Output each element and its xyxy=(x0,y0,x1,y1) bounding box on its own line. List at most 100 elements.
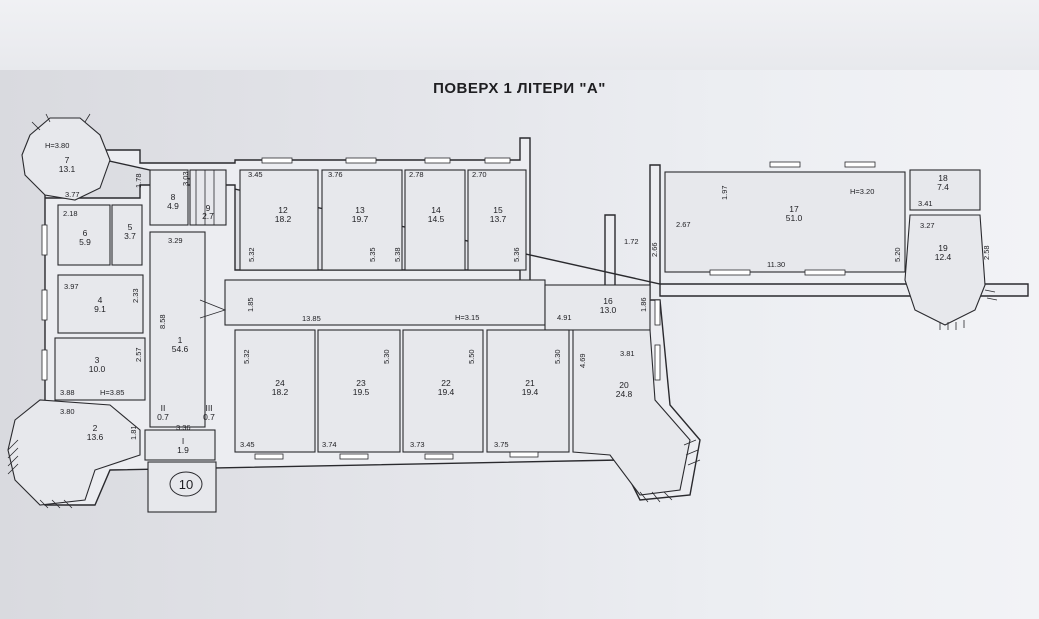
plan-title: ПОВЕРХ 1 ЛІТЕРИ "А" xyxy=(433,80,606,97)
room-4-shape xyxy=(57,274,144,334)
dim-label: 13.85 xyxy=(302,314,321,323)
dim-label: 3.41 xyxy=(918,199,933,208)
dim-label: 2.57 xyxy=(134,347,143,362)
dim-label: 4.91 xyxy=(557,313,572,322)
bay-hatch xyxy=(7,439,73,509)
height-label: H=3.85 xyxy=(100,388,124,397)
room-7-shape xyxy=(21,117,111,201)
room-5-shape xyxy=(111,204,143,266)
dim-label: 5.35 xyxy=(368,247,377,262)
room-number: 8 xyxy=(171,192,176,202)
dim-label: 5.36 xyxy=(512,247,521,262)
dim-label: 1.97 xyxy=(720,185,729,200)
room-22-shape xyxy=(402,329,484,453)
stair-lines xyxy=(195,170,215,225)
window xyxy=(41,289,48,321)
dim-label: 3.29 xyxy=(168,236,183,245)
dim-label: 4.69 xyxy=(578,353,587,368)
dim-label: 3.27 xyxy=(920,221,935,230)
window xyxy=(654,299,661,326)
room-number: 4 xyxy=(98,295,103,305)
room-number: 7 xyxy=(65,155,70,165)
dim-label: 3.45 xyxy=(248,170,263,179)
room-number: 17 xyxy=(789,204,799,214)
window xyxy=(254,453,284,460)
room-area: 12.4 xyxy=(935,252,952,262)
room-2-shape xyxy=(7,399,141,506)
dim-label: 5.20 xyxy=(893,247,902,262)
paper-top-band xyxy=(0,0,1039,70)
room-number: I xyxy=(182,436,184,446)
window xyxy=(654,344,661,381)
dim-label: 3.81 xyxy=(620,349,635,358)
room-8-shape xyxy=(149,169,189,226)
room-17-shape xyxy=(664,171,906,273)
room-number: 2 xyxy=(93,423,98,433)
room-15-shape xyxy=(467,169,527,271)
dim-label: 5.30 xyxy=(382,349,391,364)
room-number: 3 xyxy=(95,355,100,365)
window xyxy=(41,224,48,256)
room-number: 12 xyxy=(278,205,288,215)
porch-label: 10 xyxy=(179,477,193,492)
room-area: 9.1 xyxy=(94,304,106,314)
dimension-labels: 3.77 1.78 2.18 3.29 3.03 3.45 3.76 2.78 … xyxy=(60,170,991,449)
room-area: 19.4 xyxy=(438,387,455,397)
dim-label: 5.30 xyxy=(553,349,562,364)
dim-label: 1.72 xyxy=(624,237,639,246)
room-number: 16 xyxy=(603,296,613,306)
window xyxy=(769,161,801,168)
room-area: 13.1 xyxy=(59,164,76,174)
window xyxy=(41,349,48,381)
window xyxy=(484,157,511,164)
entry-arrow xyxy=(199,299,227,319)
dim-label: 8.58 xyxy=(158,314,167,329)
room-area: 14.5 xyxy=(428,214,445,224)
room-area: 10.0 xyxy=(89,364,106,374)
room-area: 24.8 xyxy=(616,389,633,399)
dim-label: 5.50 xyxy=(467,349,476,364)
dim-label: 1.78 xyxy=(134,173,143,188)
height-label: H=3.15 xyxy=(455,313,479,322)
room-area: 0.7 xyxy=(203,412,215,422)
room-area: 13.7 xyxy=(490,214,507,224)
window xyxy=(844,161,876,168)
room-14-shape xyxy=(404,169,466,271)
bay-hatch xyxy=(639,439,701,503)
room-number: 5 xyxy=(128,222,133,232)
dim-label: 3.88 xyxy=(60,388,75,397)
room-area: 7.4 xyxy=(937,182,949,192)
window xyxy=(804,269,846,276)
room-19-shape xyxy=(904,214,986,326)
room-area: 0.7 xyxy=(157,412,169,422)
room-area: 5.9 xyxy=(79,237,91,247)
room-number: II xyxy=(161,403,166,413)
dim-label: 2.78 xyxy=(409,170,424,179)
room-number: 15 xyxy=(493,205,503,215)
dim-label: 11.30 xyxy=(767,260,785,269)
windows-layer xyxy=(41,157,876,460)
room-number: 19 xyxy=(938,243,948,253)
rooms-layer xyxy=(7,117,986,513)
dim-label: 2.67 xyxy=(676,220,691,229)
bay-hatch xyxy=(31,113,91,131)
room-area: 18.2 xyxy=(272,387,289,397)
corridor-shape xyxy=(224,279,546,326)
dim-label: 2.18 xyxy=(63,209,78,218)
room-13-shape xyxy=(321,169,403,271)
room-number: 21 xyxy=(525,378,535,388)
dim-label: 3.77 xyxy=(65,190,80,199)
dim-label: 2.70 xyxy=(472,170,487,179)
dim-label: 2.33 xyxy=(131,288,140,303)
room-12-shape xyxy=(239,169,319,271)
room-1-shape xyxy=(149,231,206,428)
room-number: 14 xyxy=(431,205,441,215)
room-area: 13.0 xyxy=(600,305,617,315)
room-20-shape xyxy=(572,329,691,496)
room-number: 13 xyxy=(355,205,365,215)
room-area: 3.7 xyxy=(124,231,136,241)
dim-label: 3.76 xyxy=(328,170,343,179)
porch-shape xyxy=(147,461,217,513)
room-24-shape xyxy=(234,329,316,453)
